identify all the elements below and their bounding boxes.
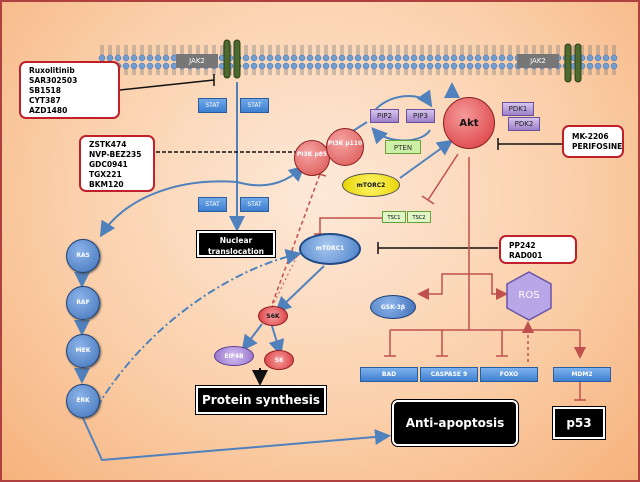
ros-label: ROS [518,290,540,301]
drug-name: GDC0941 [89,160,128,169]
pten-box: PTEN [385,140,421,154]
mtor-inhibitor-list: PP242 RAD001 [499,235,577,264]
ras-node: RAS [66,239,100,273]
nuclear-translocation-label: Nuclear translocation [196,230,276,258]
pi3k-p110-node: PI3K p110 [326,128,364,166]
drug-name: PERIFOSINE [572,142,623,151]
s6-node: S6 [264,350,294,370]
p53-label: p53 [552,406,606,440]
protein-synthesis-label: Protein synthesis [195,385,327,415]
drug-name: SB1518 [29,86,61,95]
pip2-box: PIP2 [370,109,399,123]
stat-box: STAT [198,197,227,212]
eif4b-node: EIF4B [214,346,254,366]
jak2-left-label: JAK2 [176,54,218,68]
drug-name: NVP-BEZ235 [89,150,142,159]
drug-name: PP242 [509,241,536,250]
tsc1-box: TSC1 [382,211,406,223]
akt-node: Akt [443,97,495,149]
pi3k-inhibitor-list: ZSTK474 NVP-BEZ235 GDC0941 TGX221 BKM120 [79,135,155,192]
bad-box: BAD [360,367,418,382]
erk-node: ERK [66,384,100,418]
foxo-box: FOXO [480,367,538,382]
stat-box: STAT [198,98,227,113]
s6k-node: S6K [258,306,288,326]
raf-node: RAF [66,286,100,320]
mtorc1-node: mTORC1 [299,233,361,265]
pdk2-box: PDK2 [508,117,540,131]
akt-inhibitor-list: MK-2206 PERIFOSINE [562,125,624,158]
mek-node: MEK [66,334,100,368]
tsc2-box: TSC2 [407,211,431,223]
drug-name: Ruxolitinib [29,66,75,75]
drug-name: MK-2206 [572,132,609,141]
pi3k-p85-node: PI3K p85 [294,140,330,176]
stat-box: STAT [240,197,269,212]
mtorc2-node: mTORC2 [342,173,400,197]
caspase9-box: CASPASE 9 [420,367,478,382]
drug-name: SAR302503 [29,76,78,85]
drug-name: CYT387 [29,96,61,105]
ros-shape [506,271,552,321]
stat-box: STAT [240,98,269,113]
anti-apoptosis-label: Anti-apoptosis [391,399,519,447]
drug-name: RAD001 [509,251,543,260]
jak-inhibitor-list: Ruxolitinib SAR302503 SB1518 CYT387 AZD1… [19,61,120,119]
pip3-box: PIP3 [406,109,435,123]
drug-name: ZSTK474 [89,140,127,149]
drug-name: TGX221 [89,170,122,179]
drug-name: AZD1480 [29,106,68,115]
drug-name: BKM120 [89,180,124,189]
mdm2-box: MDM2 [553,367,611,382]
pdk1-box: PDK1 [502,102,534,116]
gsk3b-node: GSK-3β [370,295,416,319]
jak2-right-label: JAK2 [517,54,559,68]
